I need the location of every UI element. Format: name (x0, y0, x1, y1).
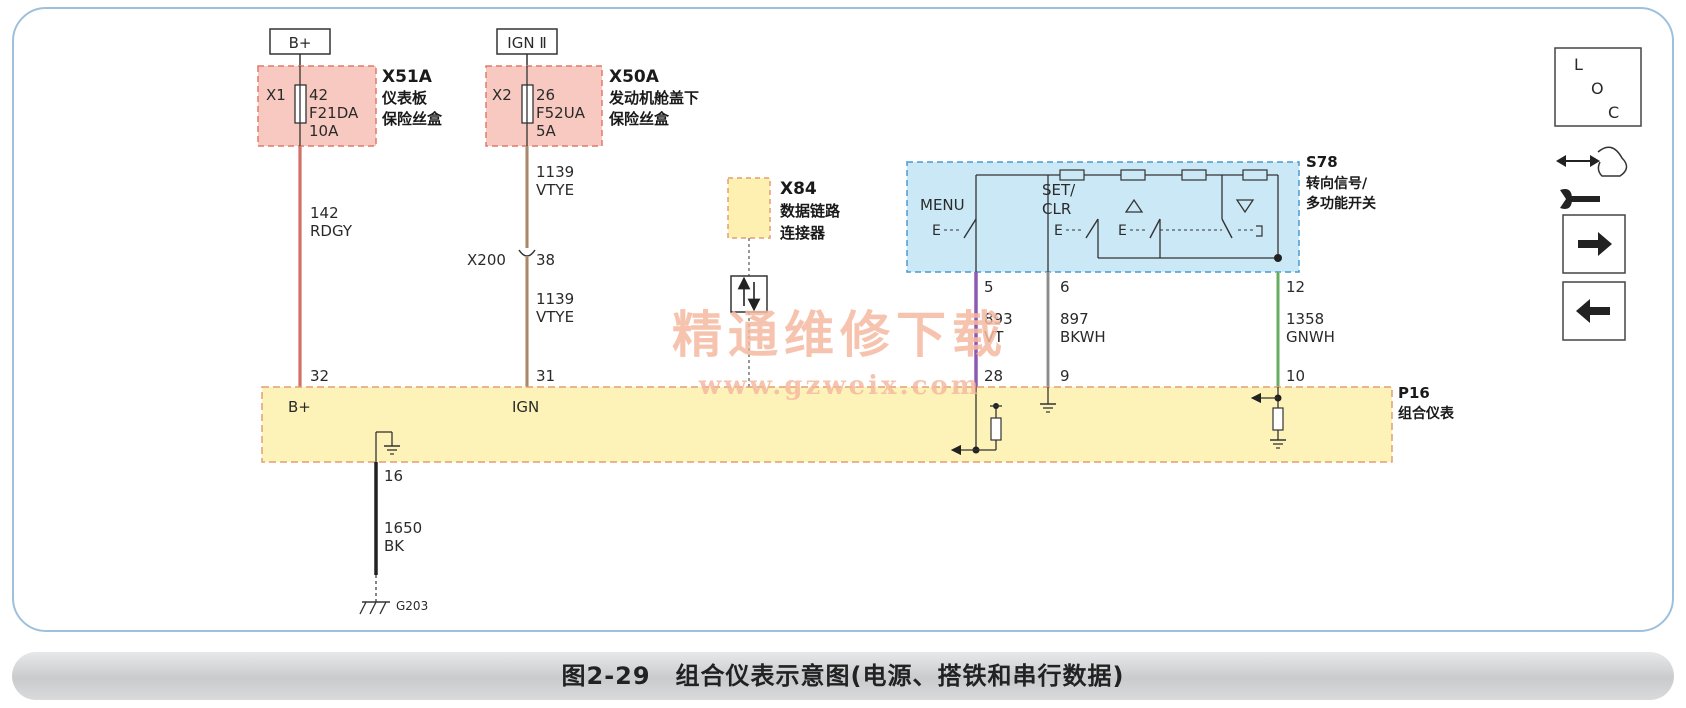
inline-connector-x200-icon (518, 249, 536, 257)
module-pin-28: 28 (984, 367, 1003, 385)
module-ign-label: IGN (512, 398, 539, 416)
connector-hand-icon (1556, 146, 1628, 177)
module-bplus-label: B+ (288, 398, 311, 416)
fuse1-connector: X1 (266, 86, 286, 104)
set-switch-contact (1085, 218, 1099, 239)
wire-142-num: 142 (310, 204, 339, 222)
fuse1-amp: 10A (309, 122, 339, 140)
up-actuator-glyph: E (1118, 223, 1127, 239)
switch-set-label2: CLR (1042, 200, 1071, 218)
menu-switch-contact (963, 218, 977, 239)
wire-1139a-color: VTYE (536, 181, 574, 199)
fuse2-connector: X2 (492, 86, 512, 104)
wire-1650-num: 1650 (384, 519, 422, 537)
inline-connector-pin: 38 (536, 251, 555, 269)
watermark-url: www.gzweix.com (698, 371, 982, 401)
caption-bar: 图2-29 组合仪表示意图(电源、搭铁和串行数据) (12, 652, 1674, 700)
wire-1139a-num: 1139 (536, 163, 574, 181)
switch-s78-name2: 多功能开关 (1306, 195, 1376, 212)
module-pin-9: 9 (1060, 367, 1070, 385)
fuse2-amp: 5A (536, 122, 557, 140)
switch-pin-6: 6 (1060, 278, 1070, 296)
module-pin-16: 16 (384, 467, 403, 485)
resistor-4-icon (1242, 169, 1268, 181)
fuse-box-x51a-id: X51A (382, 67, 433, 87)
fuse1-pin: 42 (309, 86, 328, 104)
wire-1139b-num: 1139 (536, 290, 574, 308)
resistor-2-icon (1120, 169, 1146, 181)
fuse-box-x50a-name1: 发动机舱盖下 (608, 89, 699, 107)
switch-s78-name1: 转向信号/ (1306, 175, 1368, 192)
inline-connector-x200: X200 (467, 251, 506, 269)
switch-pin-12: 12 (1286, 278, 1305, 296)
wire-893-color: VT (984, 328, 1004, 346)
switch-s78-box (906, 161, 1300, 273)
up-arrow-icon (1124, 198, 1144, 213)
wire-142-color: RDGY (310, 222, 353, 240)
module-p16-box (261, 386, 1393, 463)
wire-897-num: 897 (1060, 310, 1089, 328)
down-arrow-icon (1235, 199, 1255, 214)
fuse-box-x50a-name2: 保险丝盒 (608, 110, 670, 128)
fuse1-name: F21DA (309, 104, 359, 122)
loc-button[interactable]: L O C (1554, 47, 1642, 127)
wire-893-num: 893 (984, 310, 1013, 328)
fuse-box-x51a (257, 65, 377, 147)
wire-1650-color: BK (384, 537, 405, 555)
switch-s78-id: S78 (1306, 153, 1338, 171)
fuse2-name: F52UA (536, 104, 586, 122)
menu-actuator-glyph: E (932, 223, 941, 239)
arrow-right-icon (1578, 232, 1612, 256)
wire-1139b-color: VTYE (536, 308, 574, 326)
wrench-icon (1560, 189, 1600, 209)
ign-supply-label: IGN Ⅱ (507, 34, 546, 52)
module-p16-id: P16 (1398, 384, 1430, 402)
fuse-box-x50a-id: X50A (609, 67, 660, 87)
dlc-x84-name2: 连接器 (780, 224, 826, 242)
switch-menu-label: MENU (920, 196, 965, 214)
switch-pin-5: 5 (984, 278, 994, 296)
loc-l: L (1574, 55, 1583, 74)
fuse-box-x50a (485, 65, 603, 147)
figure-caption: 图2-29 组合仪表示意图(电源、搭铁和串行数据) (561, 662, 1125, 690)
pullup-resistor-icon (990, 417, 1002, 441)
resistor-3-icon (1181, 169, 1207, 181)
dlc-x84-id: X84 (780, 179, 817, 199)
next-page-button[interactable] (1562, 214, 1626, 274)
fuse-box-x51a-name1: 仪表板 (381, 89, 428, 107)
module-p16-name: 组合仪表 (1398, 405, 1455, 422)
loc-o: O (1591, 79, 1604, 98)
resistor-1-icon (1059, 169, 1085, 181)
switch-set-label1: SET/ (1042, 181, 1076, 199)
wire-897-color: BKWH (1060, 328, 1106, 346)
module-pin-10: 10 (1286, 367, 1305, 385)
pulldown-resistor-icon (1272, 407, 1284, 431)
bplus-supply-label: B+ (289, 34, 312, 52)
loc-c: C (1608, 103, 1619, 122)
wire-1358-num: 1358 (1286, 310, 1324, 328)
fuse2-pin: 26 (536, 86, 555, 104)
wire-1358-color: GNWH (1286, 328, 1335, 346)
prev-page-button[interactable] (1562, 281, 1626, 341)
module-pin-32: 32 (310, 367, 329, 385)
ground-g203: G203 (396, 599, 428, 613)
fuse-box-x51a-name2: 保险丝盒 (381, 110, 443, 128)
dlc-x84-name1: 数据链路 (780, 202, 841, 220)
set-actuator-glyph: E (1054, 223, 1063, 239)
module-pin-31: 31 (536, 367, 555, 385)
arrow-left-icon (1576, 299, 1610, 323)
watermark-cn: 精通维修下载 (672, 305, 1008, 364)
dlc-x84-box (727, 177, 771, 239)
